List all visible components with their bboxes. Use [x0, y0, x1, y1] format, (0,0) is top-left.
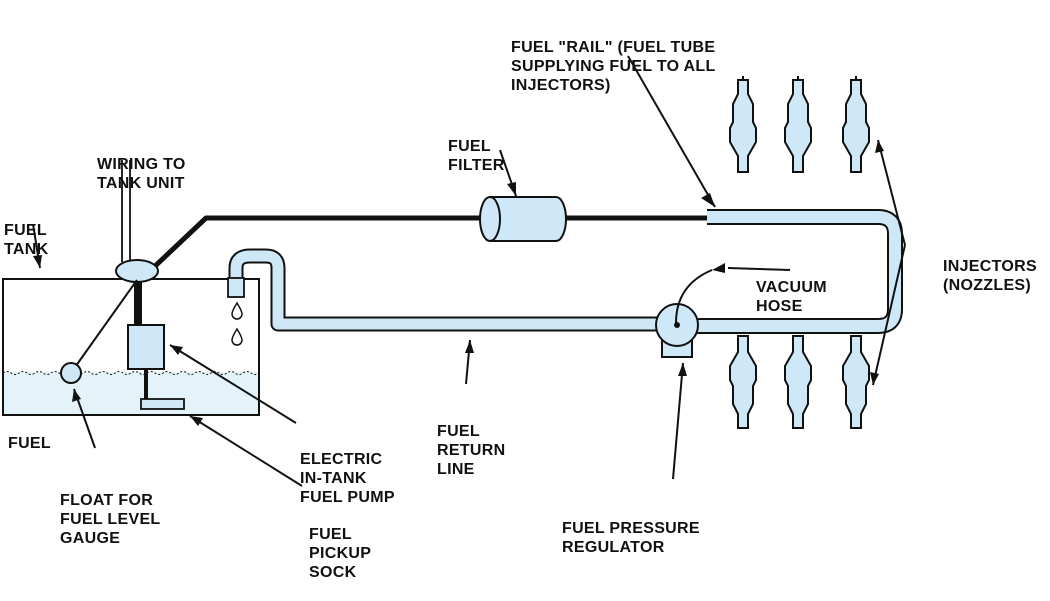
- fuel-drip: [231, 327, 243, 346]
- fuel-surface: [2, 371, 260, 375]
- fuel-filter: [479, 196, 567, 242]
- float: [60, 362, 82, 384]
- fuel-pickup-sock: [140, 398, 185, 410]
- tank-unit: [115, 259, 159, 283]
- electric-fuel-pump: [127, 324, 165, 370]
- fuel-tank: [2, 278, 260, 416]
- injector-icon: [729, 335, 757, 429]
- injector-icon: [729, 79, 757, 173]
- fuel-pressure-regulator: [655, 303, 699, 358]
- injector-icon: [784, 335, 812, 429]
- fuel-level: [3, 372, 259, 415]
- float-arm: [72, 279, 138, 371]
- fuel-system-diagram: [2, 55, 906, 487]
- fuel-level-label: FUEL: [8, 435, 51, 452]
- injectors-bottom: [729, 335, 870, 429]
- fuel-return-line: [227, 248, 662, 332]
- pump-tube: [134, 282, 142, 327]
- injector-icon: [784, 79, 812, 173]
- wiring: [121, 160, 131, 262]
- fuel-rail: [695, 209, 903, 334]
- injector-icon: [842, 79, 870, 173]
- arrowheads: [33, 140, 884, 426]
- fuel-drip: [231, 301, 243, 320]
- injectors-top: [729, 76, 870, 173]
- fuel-supply-line: [133, 215, 482, 287]
- injector-icon: [842, 335, 870, 429]
- injectors-label: INJECTORS(NOZZLES): [943, 258, 1037, 294]
- vacuum-hose: [675, 269, 713, 324]
